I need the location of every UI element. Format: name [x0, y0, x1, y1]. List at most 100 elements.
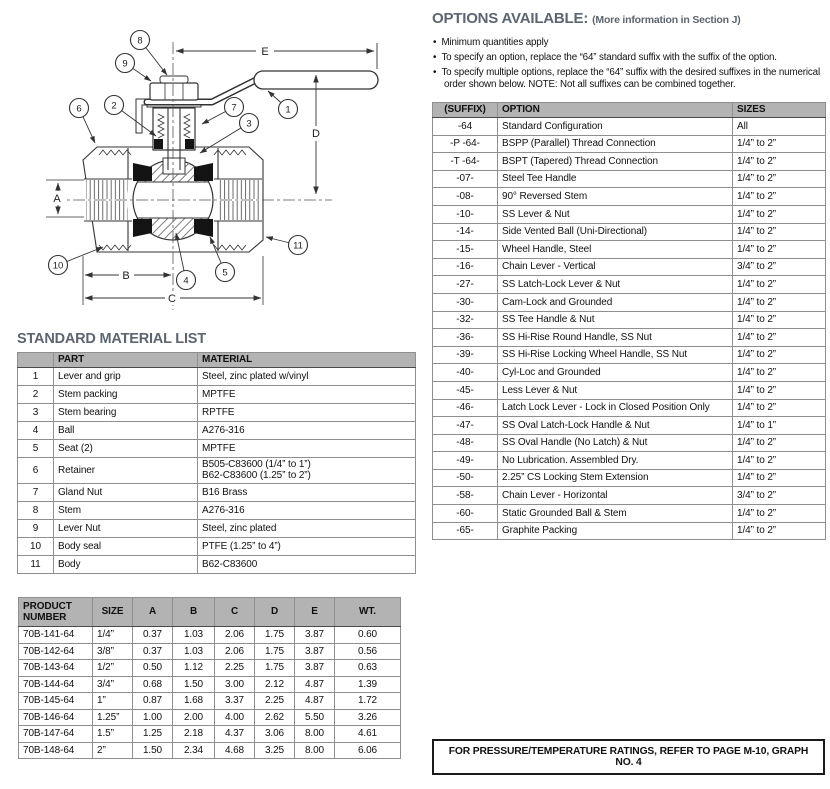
table-cell: 2.12 [254, 675, 295, 693]
table-cell: -10- [432, 204, 498, 224]
table-cell: 2.25 [214, 659, 255, 677]
callout-3: 3 [199, 112, 260, 154]
material-list-title: STANDARD MATERIAL LIST [17, 331, 206, 347]
table-cell: Ball [53, 421, 198, 440]
table-cell: -39- [432, 345, 498, 365]
table-cell: Less Lever & Nut [497, 380, 733, 400]
dim-d: D [308, 74, 324, 195]
table-cell: 4.61 [334, 725, 401, 743]
table-cell: Gland Nut [53, 482, 198, 502]
table-cell: -64 [432, 117, 498, 136]
stem-packing-spring-right [183, 113, 191, 139]
valve-cross-section-diagram: E D A B C [46, 29, 379, 310]
callout-4: 4 [174, 232, 197, 291]
table-row: -39-SS Hi-Rise Locking Wheel Handle, SS … [432, 345, 826, 365]
table-cell: 1.03 [172, 626, 215, 644]
table-cell: 3.25 [254, 741, 295, 759]
table-cell: 1/4” to 2” [732, 292, 826, 312]
table-cell: 5.50 [294, 708, 335, 726]
seat-bottom-right [194, 219, 213, 237]
table-cell: 3.87 [294, 626, 335, 644]
table-cell: 8.00 [294, 741, 335, 759]
table-row: -49-No Lubrication. Assembled Dry.1/4” t… [432, 451, 826, 470]
table-cell: -27- [432, 275, 498, 294]
table-cell: BSPP (Parallel) Thread Connection [497, 134, 733, 154]
table-cell: 1/4” to 2” [732, 134, 826, 154]
callout-6: 6 [68, 97, 96, 144]
callout-8: 8 [129, 29, 168, 76]
table-cell: 2.34 [172, 741, 215, 759]
table-cell: 1/4” to 2” [732, 504, 826, 523]
column-header: A [132, 597, 173, 627]
table-cell: -45- [432, 380, 498, 400]
table-cell: 1/4” to 2” [732, 328, 826, 347]
table-cell: 3.87 [294, 659, 335, 677]
table-row: -46-Latch Lock Lever - Lock in Closed Po… [432, 398, 826, 418]
svg-text:8: 8 [137, 35, 142, 46]
table-cell: 3/8” [92, 642, 133, 660]
column-header: MATERIAL [197, 352, 416, 368]
column-header: E [294, 597, 335, 627]
bullet-item: Minimum quantities apply [433, 37, 825, 49]
table-cell: 70B-143-64 [18, 659, 93, 677]
table-cell: 1/2” [92, 659, 133, 677]
svg-text:B: B [122, 270, 129, 282]
table-cell: 0.87 [132, 692, 173, 710]
table-cell: 4.37 [214, 725, 255, 743]
table-cell: -07- [432, 169, 498, 189]
table-cell: Cam-Lock and Grounded [497, 292, 733, 312]
table-cell: 2.25 [254, 692, 295, 710]
table-cell: 1.03 [172, 642, 215, 660]
table-cell: Lever Nut [53, 518, 198, 538]
table-cell: 2.06 [214, 626, 255, 644]
table-cell: Stem packing [53, 385, 198, 404]
svg-text:6: 6 [76, 103, 81, 114]
table-cell: -49- [432, 451, 498, 470]
column-header [17, 352, 54, 368]
table-cell: Standard Configuration [497, 117, 733, 136]
table-cell: RPTFE [197, 403, 416, 422]
table-cell: 1.72 [334, 692, 401, 710]
dim-b: B [82, 256, 172, 305]
table-cell: 0.60 [334, 626, 401, 644]
table-cell: -15- [432, 240, 498, 259]
table-cell: MPTFE [197, 439, 416, 458]
table-cell: 1.12 [172, 659, 215, 677]
callout-10: 10 [47, 246, 104, 276]
svg-text:7: 7 [231, 102, 236, 113]
table-cell: 1/4” to 2” [732, 152, 826, 171]
table-cell: Chain Lever - Vertical [497, 257, 733, 277]
table-cell: 5 [17, 439, 54, 458]
table-cell: -48- [432, 433, 498, 453]
table-cell: Steel Tee Handle [497, 169, 733, 189]
table-cell: 3.87 [294, 642, 335, 660]
table-cell: -30- [432, 292, 498, 312]
column-header: SIZE [92, 597, 133, 627]
table-cell: Steel, zinc plated [197, 518, 416, 538]
table-cell: 1.50 [172, 675, 215, 693]
table-cell: Wheel Handle, Steel [497, 240, 733, 259]
table-cell: 1/4” to 2” [732, 433, 826, 453]
dim-a: A [46, 179, 84, 218]
gland-hex-nut [149, 82, 199, 101]
table-cell: 6.06 [334, 741, 401, 759]
table-cell: Steel, zinc plated w/vinyl [197, 367, 416, 386]
